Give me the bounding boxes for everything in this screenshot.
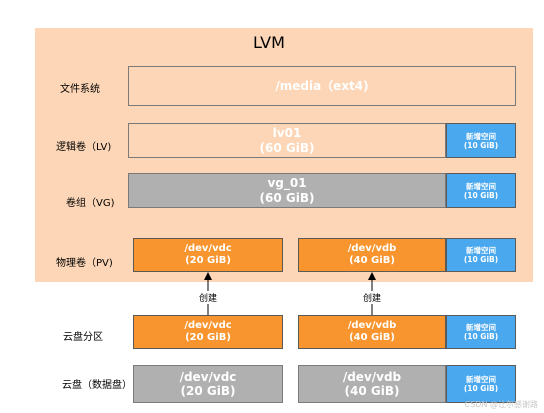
- watermark: CSDN @让尔感谢路: [464, 400, 538, 409]
- new-space-size: (10 GiB): [463, 140, 499, 150]
- lv-new-space-box: 新增空间 (10 GiB): [446, 123, 516, 158]
- disk-vdb-box: /dev/vdb (40 GiB): [298, 365, 446, 403]
- disk-vdc-box: /dev/vdc (20 GiB): [133, 365, 283, 403]
- disk-new-space-box: 新增空间 (10 GiB): [446, 365, 516, 403]
- pv-vdc-size: (20 GiB): [185, 255, 231, 266]
- create-label-vdb: 创建: [363, 291, 382, 304]
- pv-vdb-device: /dev/vdb: [347, 243, 397, 254]
- lv-size: (60 GiB): [259, 140, 315, 155]
- lv-name: lv01: [272, 126, 302, 141]
- vg-name: vg_01: [267, 176, 307, 191]
- new-space-label: 新增空间: [466, 131, 496, 141]
- vg-size: (60 GiB): [259, 190, 315, 205]
- pv-vdc-device: /dev/vdc: [184, 243, 232, 254]
- row-label-partition: 云盘分区: [63, 332, 103, 343]
- filesystem-label: /media（ext4): [275, 78, 369, 93]
- new-space-size: (10 GiB): [463, 384, 499, 393]
- pv-vdc-box: /dev/vdc (20 GiB): [133, 238, 283, 272]
- new-space-size: (10 GiB): [463, 332, 499, 341]
- partition-new-space-box: 新增空间 (10 GiB): [446, 315, 516, 349]
- disk-vdc-size: (20 GiB): [180, 384, 236, 398]
- row-label-disk: 云盘（数据盘）: [62, 380, 132, 391]
- disk-vdb-size: (40 GiB): [344, 384, 400, 398]
- row-label-pv: 物理卷（PV): [56, 258, 113, 269]
- pv-vdb-box: /dev/vdb (40 GiB): [298, 238, 446, 272]
- row-label-lv: 逻辑卷（LV): [56, 142, 112, 153]
- row-label-vg: 卷组（VG): [66, 198, 115, 209]
- new-space-label: 新增空间: [466, 375, 496, 384]
- new-space-size: (10 GiB): [463, 190, 499, 200]
- new-space-size: (10 GiB): [463, 255, 499, 264]
- filesystem-box: /media（ext4): [128, 66, 516, 106]
- pv-vdb-size: (40 GiB): [349, 255, 395, 266]
- disk-vdc-device: /dev/vdc: [179, 369, 237, 384]
- diagram-title: LVM: [253, 33, 285, 52]
- partition-vdc-box: /dev/vdc (20 GiB): [133, 315, 283, 349]
- new-space-label: 新增空间: [466, 181, 496, 191]
- partition-vdb-size: (40 GiB): [349, 332, 395, 343]
- partition-vdc-size: (20 GiB): [185, 332, 231, 343]
- partition-vdc-device: /dev/vdc: [184, 320, 232, 331]
- partition-vdb-box: /dev/vdb (40 GiB): [298, 315, 446, 349]
- create-label-vdc: 创建: [199, 291, 218, 304]
- partition-vdb-device: /dev/vdb: [347, 320, 397, 331]
- pv-new-space-box: 新增空间 (10 GiB): [446, 238, 516, 272]
- lv-box: lv01 (60 GiB): [128, 123, 446, 158]
- new-space-label: 新增空间: [466, 246, 496, 255]
- disk-vdb-device: /dev/vdb: [342, 369, 402, 384]
- new-space-label: 新增空间: [466, 323, 496, 332]
- vg-box: vg_01 (60 GiB): [128, 173, 446, 208]
- row-label-filesystem: 文件系统: [60, 84, 100, 95]
- vg-new-space-box: 新增空间 (10 GiB): [446, 173, 516, 208]
